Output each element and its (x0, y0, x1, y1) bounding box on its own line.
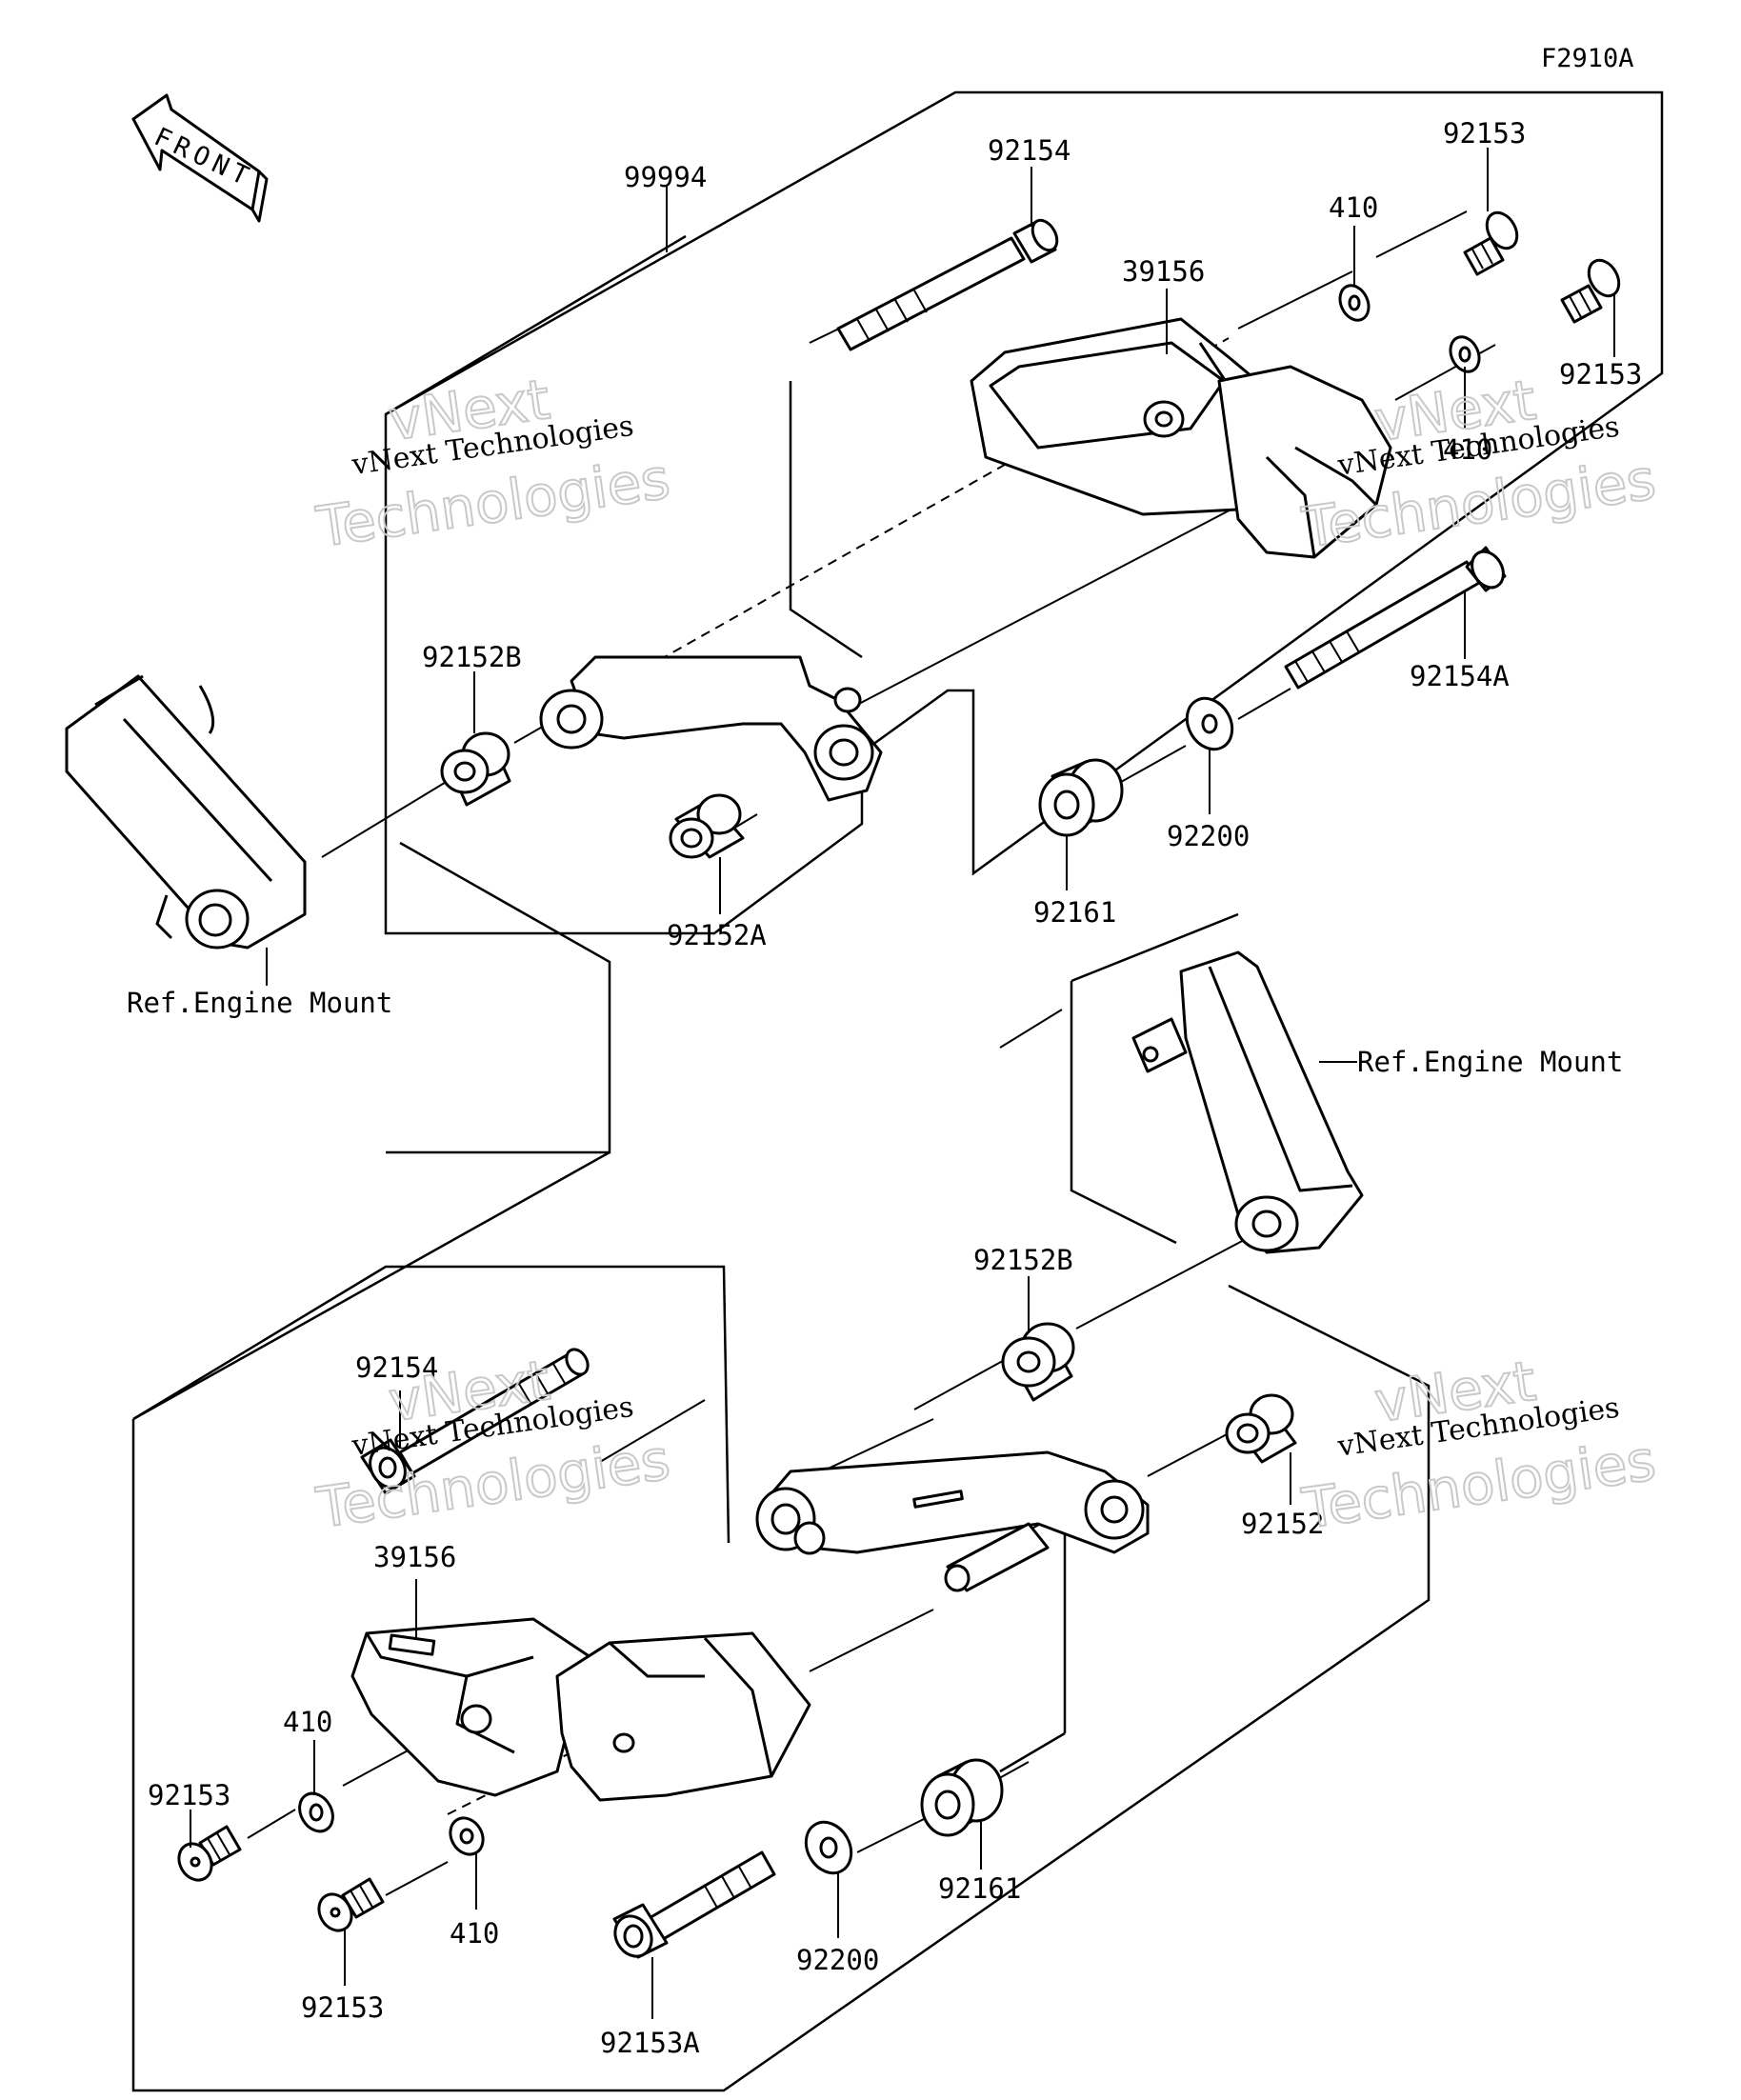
right-mount-frame-top (1071, 912, 1239, 983)
collar-92152B-lower (1001, 1322, 1075, 1402)
label-92154-lower: 92154 (355, 1351, 438, 1384)
label-92154-upper: 92154 (988, 134, 1071, 167)
label-92200-upper: 92200 (1167, 820, 1250, 852)
upper-frame-inner-step (789, 381, 863, 659)
bolt-92154A (1284, 546, 1507, 690)
collar-92152B-upper (440, 731, 511, 807)
engine-mount-right (1131, 950, 1364, 1254)
bolt-92154-lower (360, 1348, 590, 1495)
damper-92161-upper (1038, 758, 1124, 837)
label-92153-lower-a: 92153 (148, 1779, 230, 1811)
washer-92200-lower (804, 1820, 853, 1875)
label-ref-engine-mount-right: Ref.Engine Mount (1357, 1046, 1623, 1078)
label-410-lower-b: 410 (450, 1917, 499, 1950)
label-99994: 99994 (624, 161, 707, 193)
slider-39156-upper (970, 317, 1392, 559)
label-92161-upper: 92161 (1033, 896, 1116, 929)
label-92153-upper-b: 92153 (1559, 358, 1642, 390)
right-engine-mount-frame (1070, 981, 1177, 1245)
washer-410-upper-a (1338, 284, 1371, 322)
bracket-lower (755, 1450, 1150, 1592)
front-arrow-icon: FRONT (131, 93, 269, 223)
bracket-upper (539, 655, 883, 802)
label-39156-upper: 39156 (1122, 255, 1205, 288)
upper-frame-top-edge (385, 234, 687, 416)
label-92200-lower: 92200 (796, 1944, 879, 1976)
lower-frame-diagonal (132, 1150, 610, 1421)
label-92153-upper-a: 92153 (1443, 117, 1526, 150)
lower-assembly-frame (131, 1284, 1431, 2092)
washer-92200-upper (1185, 696, 1234, 751)
engine-mount-left (65, 674, 307, 950)
label-92161-lower: 92161 (938, 1872, 1021, 1905)
screw-92153-upper-a (1463, 210, 1519, 276)
collar-92152A (669, 793, 745, 859)
washer-410-lower-a (298, 1791, 334, 1833)
figure-code: F2910A (1541, 44, 1634, 73)
label-410-upper-a: 410 (1329, 191, 1378, 224)
watermark-bottom-right: vNext Technologies vNext Technologies (1297, 1348, 1660, 1543)
collar-92152-lower (1225, 1393, 1297, 1464)
upper-assembly-frame (384, 90, 1664, 935)
label-92152B-upper: 92152B (422, 641, 522, 673)
lower-frame-inner (132, 1265, 730, 1544)
label-92152-lower: 92152 (1241, 1508, 1324, 1540)
slider-39156-lower (350, 1617, 811, 1802)
label-92153A: 92153A (600, 2027, 700, 2059)
damper-92161-lower (920, 1758, 1004, 1837)
label-39156-lower: 39156 (373, 1541, 456, 1573)
label-92152A: 92152A (667, 919, 767, 951)
label-410-lower-a: 410 (283, 1706, 332, 1738)
label-92152B-lower: 92152B (973, 1244, 1073, 1276)
lower-frame-right-foot (999, 1731, 1066, 1773)
washer-410-lower-b (449, 1816, 485, 1856)
label-ref-engine-mount-left: Ref.Engine Mount (127, 987, 392, 1019)
label-410-upper-b: 410 (1443, 433, 1492, 466)
screw-92153-lower-b (317, 1877, 385, 1932)
label-92153-lower-b: 92153 (301, 1991, 384, 2024)
upper-frame-left-drop (386, 841, 611, 1154)
watermark-top-left: vNext Technologies vNext Technologies (311, 366, 674, 561)
washer-410-upper-b (1449, 335, 1481, 373)
bolt-92154-upper (836, 218, 1059, 351)
label-92154A: 92154A (1410, 660, 1510, 692)
screw-92153-lower-a (177, 1825, 242, 1882)
screw-92153-upper-b (1560, 258, 1621, 324)
bolt-92153A (612, 1850, 776, 1959)
